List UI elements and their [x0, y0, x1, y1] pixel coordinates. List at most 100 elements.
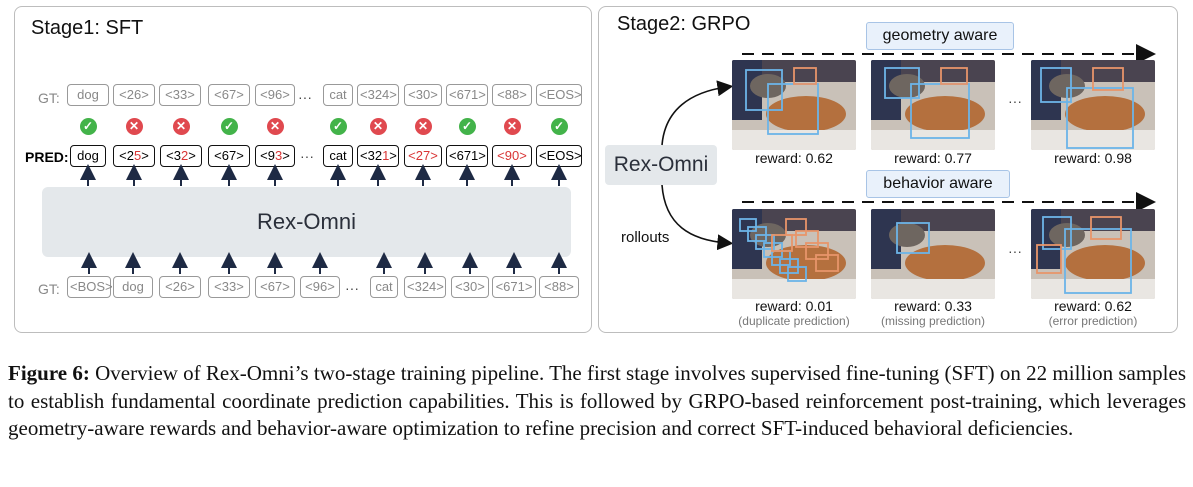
behavior-rollout-image — [1031, 209, 1155, 299]
cross-icon: ✕ — [125, 118, 143, 135]
pred-label: PRED: — [25, 149, 69, 165]
gt-token: <26> — [113, 84, 155, 106]
geometry-reward: reward: 0.77 — [894, 150, 972, 166]
dog-cat-photo — [871, 60, 995, 150]
dog-cat-photo — [732, 60, 856, 150]
pred-token-text: <671> — [449, 148, 486, 163]
gt-top-ellipsis: ··· — [298, 89, 312, 105]
ground-truth-box — [805, 242, 829, 260]
predicted-box — [1040, 67, 1072, 103]
input-token: dog — [113, 276, 153, 298]
behavior-reward: reward: 0.33 — [894, 298, 972, 314]
check-icon: ✓ — [458, 118, 476, 135]
photo-shape — [766, 96, 846, 132]
input-token: <26> — [159, 276, 201, 298]
input-token: <671> — [492, 276, 536, 298]
pred-token-prefix: <3 — [166, 148, 181, 163]
input-token: cat — [370, 276, 398, 298]
input-token: <33> — [208, 276, 250, 298]
ground-truth-box — [815, 254, 839, 272]
gt-token: <33> — [159, 84, 201, 106]
pred-token-prefix: <9 — [260, 148, 275, 163]
pred-token-prefix: < — [497, 148, 505, 163]
stage1-title: Stage1: SFT — [31, 17, 144, 39]
cross-icon: ✕ — [266, 118, 284, 135]
behavior-note: (error prediction) — [1048, 314, 1138, 328]
ground-truth-box — [1092, 67, 1124, 91]
ground-truth-box — [1090, 216, 1122, 240]
input-token: <88> — [539, 276, 579, 298]
pred-token-suffix: > — [282, 148, 290, 163]
predicted-box — [1066, 87, 1134, 149]
input-token: <96> — [300, 276, 340, 298]
check-icon: ✓ — [329, 118, 347, 135]
input-token: <324> — [404, 276, 446, 298]
rex-omni-policy-box: Rex-Omni — [605, 145, 717, 185]
pred-token-suffix: > — [188, 148, 196, 163]
cross-icon: ✕ — [414, 118, 432, 135]
ground-truth-box — [940, 67, 968, 85]
geometry-rollout-image — [1031, 60, 1155, 150]
cross-icon: ✕ — [172, 118, 190, 135]
predicted-box — [896, 222, 930, 254]
ground-truth-box — [1036, 244, 1062, 274]
ground-truth-box — [793, 67, 817, 85]
predicted-box — [747, 226, 767, 242]
ground-truth-box — [771, 234, 793, 252]
gt-token: cat — [323, 84, 353, 106]
photo-shape — [871, 279, 995, 299]
figure-caption: Figure 6: Overview of Rex-Omni’s two-sta… — [8, 360, 1186, 443]
curve-to-geometry-row — [661, 80, 734, 146]
caption-text: Overview of Rex-Omni’s two-stage trainin… — [8, 361, 1187, 440]
photo-shape — [1065, 245, 1145, 281]
pred-token-error-digits: 90 — [504, 148, 520, 163]
behavior-aware-tag: behavior aware — [866, 170, 1010, 198]
pred-token-error-digits: 27 — [415, 148, 431, 163]
gt-bottom-ellipsis: ··· — [345, 280, 359, 296]
photo-shape — [905, 245, 985, 281]
pred-token-suffix: > — [430, 148, 438, 163]
pred-token-text: <EOS> — [539, 148, 582, 163]
geometry-rollout-image — [732, 60, 856, 150]
pred-token: <93> — [255, 145, 295, 167]
predicted-box — [910, 83, 970, 139]
pred-token-prefix: < — [408, 148, 416, 163]
gt-token: <EOS> — [536, 84, 582, 106]
dog-cat-photo — [1031, 209, 1155, 299]
pred-token-error-digits: 1 — [382, 148, 390, 163]
behavior-reward: reward: 0.62 — [1054, 298, 1132, 314]
photo-shape — [1049, 223, 1085, 247]
geometry-ellipsis: ··· — [1008, 93, 1022, 109]
gt-bottom-label: GT: — [38, 281, 60, 297]
pred-token-text: <67> — [214, 148, 244, 163]
predicted-box — [787, 266, 807, 282]
predicted-box — [1042, 216, 1072, 250]
predicted-box — [1064, 228, 1132, 294]
gt-token: <30> — [404, 84, 442, 106]
ground-truth-box — [795, 230, 819, 248]
pred-token-suffix: > — [389, 148, 397, 163]
input-token: <BOS> — [67, 276, 113, 298]
photo-shape — [1065, 96, 1145, 132]
behavior-note: (missing prediction) — [880, 314, 986, 328]
photo-shape — [871, 130, 995, 150]
photo-shape — [1031, 279, 1155, 299]
behavior-ellipsis: ··· — [1008, 243, 1022, 259]
gt-token: <96> — [255, 84, 295, 106]
gt-top-label: GT: — [38, 90, 60, 106]
photo-shape — [1031, 130, 1155, 150]
pred-token-error-digits: 3 — [275, 148, 283, 163]
photo-shape — [1049, 74, 1085, 98]
dog-cat-photo — [732, 209, 856, 299]
pred-ellipsis: ··· — [300, 148, 314, 164]
pred-token-text: dog — [77, 148, 99, 163]
behavior-reward: reward: 0.01 — [755, 298, 833, 314]
photo-shape — [889, 223, 925, 247]
pred-token-suffix: > — [141, 148, 149, 163]
photo-shape — [889, 74, 925, 98]
caption-label: Figure 6: — [8, 361, 90, 385]
pred-token: <25> — [113, 145, 155, 167]
rex-omni-model-box: Rex-Omni — [42, 187, 571, 257]
pred-token: <90> — [492, 145, 532, 167]
geometry-reward: reward: 0.62 — [755, 150, 833, 166]
